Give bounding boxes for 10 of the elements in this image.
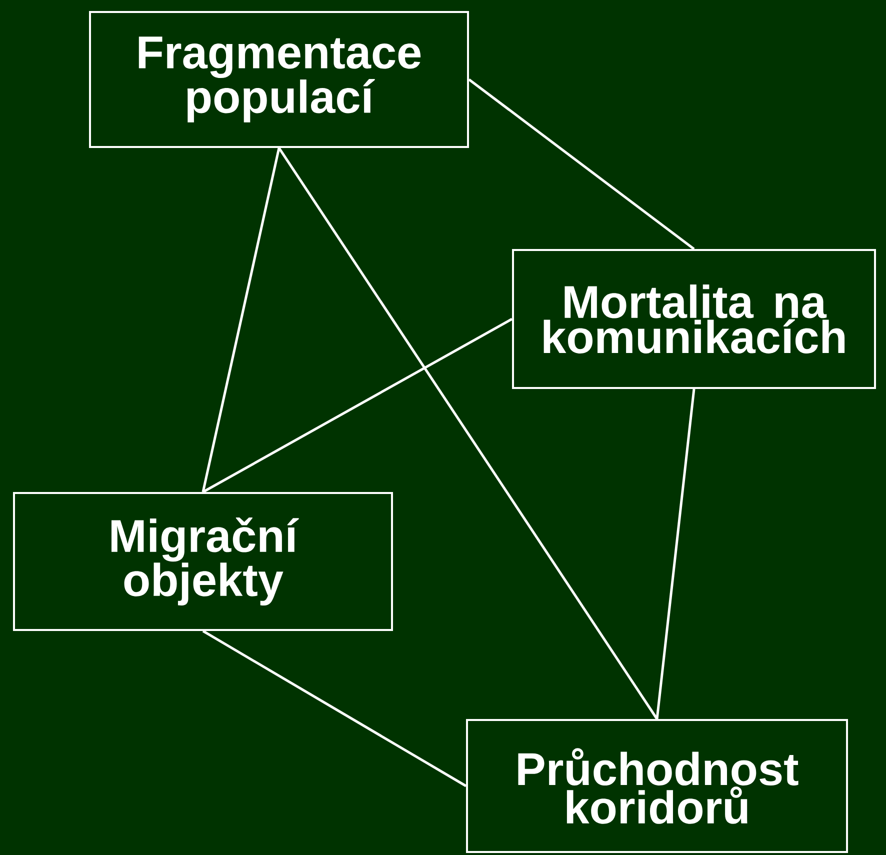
connector-line [278, 147, 658, 720]
concept-box: Fragmentace populací [89, 11, 469, 148]
connector-line [202, 148, 280, 492]
connector-line [656, 388, 696, 720]
concept-box: Mortalita na komunikacích [512, 249, 876, 389]
connector-line [202, 318, 513, 494]
concept-box: Migrační objekty [13, 492, 393, 631]
concept-box: Průchodnost koridorů [466, 719, 848, 853]
connector-line [202, 630, 467, 788]
connector-line [468, 78, 695, 250]
